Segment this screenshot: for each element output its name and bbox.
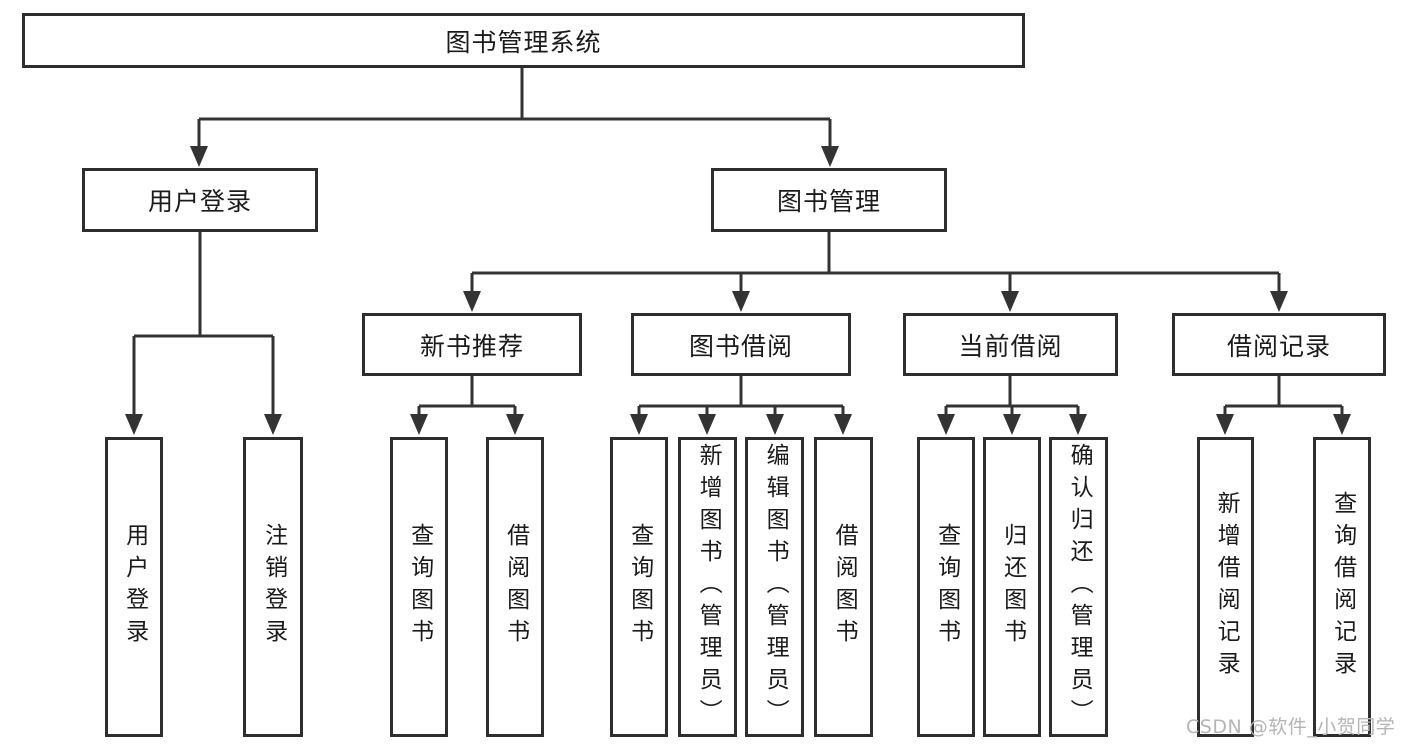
node-book-borrowing-label: 图书借阅 xyxy=(688,331,793,361)
node-query-books-borrow: 查询图书 xyxy=(610,437,668,737)
node-borrow-books-recommend: 借阅图书 xyxy=(486,437,544,737)
arrow-down-icon xyxy=(463,291,481,312)
node-query-books-current: 查询图书 xyxy=(917,437,975,737)
node-borrow-books-action: 借阅图书 xyxy=(814,437,873,737)
node-query-borrow-record: 查询借阅记录 xyxy=(1313,437,1371,737)
arrowhead-icons xyxy=(125,146,1351,435)
watermark: CSDN @软件_小贺同学 xyxy=(1186,716,1396,738)
node-query-books-current-label: 查询图书 xyxy=(933,523,960,651)
node-root: 图书管理系统 xyxy=(22,13,1025,68)
arrow-down-icon xyxy=(1069,414,1087,435)
node-borrow-books-action-label: 借阅图书 xyxy=(831,523,858,651)
arrow-down-icon xyxy=(410,414,428,435)
arrow-down-icon xyxy=(766,414,784,435)
node-current-borrowing-label: 当前借阅 xyxy=(958,331,1063,361)
arrow-down-icon xyxy=(190,146,208,167)
node-book-borrowing: 图书借阅 xyxy=(631,313,851,376)
node-add-borrow-record: 新增借阅记录 xyxy=(1197,437,1254,737)
node-query-books-recommend: 查询图书 xyxy=(390,437,448,737)
node-user-login: 用户登录 xyxy=(82,168,318,232)
arrow-down-icon xyxy=(1003,414,1021,435)
node-root-label: 图书管理系统 xyxy=(445,27,602,57)
node-return-books-label: 归还图书 xyxy=(999,523,1026,651)
node-add-borrow-record-label: 新增借阅记录 xyxy=(1213,491,1240,683)
arrow-down-icon xyxy=(1270,291,1288,312)
arrow-down-icon xyxy=(698,414,716,435)
arrow-down-icon xyxy=(834,414,852,435)
node-confirm-return-admin: 确认归还（管理员） xyxy=(1049,437,1108,737)
node-borrowing-records: 借阅记录 xyxy=(1172,313,1386,376)
node-confirm-return-admin-label: 确认归还（管理员） xyxy=(1066,443,1093,731)
arrow-down-icon xyxy=(506,414,524,435)
arrow-down-icon xyxy=(732,291,750,312)
arrow-down-icon xyxy=(937,414,955,435)
arrow-down-icon xyxy=(1216,414,1234,435)
node-return-books: 归还图书 xyxy=(983,437,1041,737)
node-add-book-admin-label: 新增图书（管理员） xyxy=(695,443,722,731)
node-new-book-recommend-label: 新书推荐 xyxy=(419,331,524,361)
node-query-books-recommend-label: 查询图书 xyxy=(406,523,433,651)
connector-lines xyxy=(132,68,1344,416)
node-user-login-label: 用户登录 xyxy=(147,187,252,216)
node-borrow-books-recommend-label: 借阅图书 xyxy=(502,523,529,651)
node-user-login-action: 用户登录 xyxy=(105,437,163,737)
node-logout-label: 注销登录 xyxy=(260,523,287,651)
node-book-management: 图书管理 xyxy=(711,168,947,232)
node-borrowing-records-label: 借阅记录 xyxy=(1226,331,1331,361)
node-query-books-borrow-label: 查询图书 xyxy=(626,523,653,651)
node-new-book-recommend: 新书推荐 xyxy=(362,313,582,376)
arrow-down-icon xyxy=(821,146,839,167)
node-edit-book-admin: 编辑图书（管理员） xyxy=(745,437,804,737)
node-add-book-admin: 新增图书（管理员） xyxy=(678,437,737,737)
arrow-down-icon xyxy=(630,414,648,435)
node-book-management-label: 图书管理 xyxy=(776,187,881,216)
node-edit-book-admin-label: 编辑图书（管理员） xyxy=(762,443,789,731)
node-current-borrowing: 当前借阅 xyxy=(903,313,1118,376)
arrow-down-icon xyxy=(125,414,143,435)
node-logout: 注销登录 xyxy=(243,437,303,737)
arrow-down-icon xyxy=(1001,291,1019,312)
arrow-down-icon xyxy=(264,414,282,435)
arrow-down-icon xyxy=(1333,414,1351,435)
node-user-login-action-label: 用户登录 xyxy=(121,523,148,651)
node-query-borrow-record-label: 查询借阅记录 xyxy=(1329,491,1356,683)
